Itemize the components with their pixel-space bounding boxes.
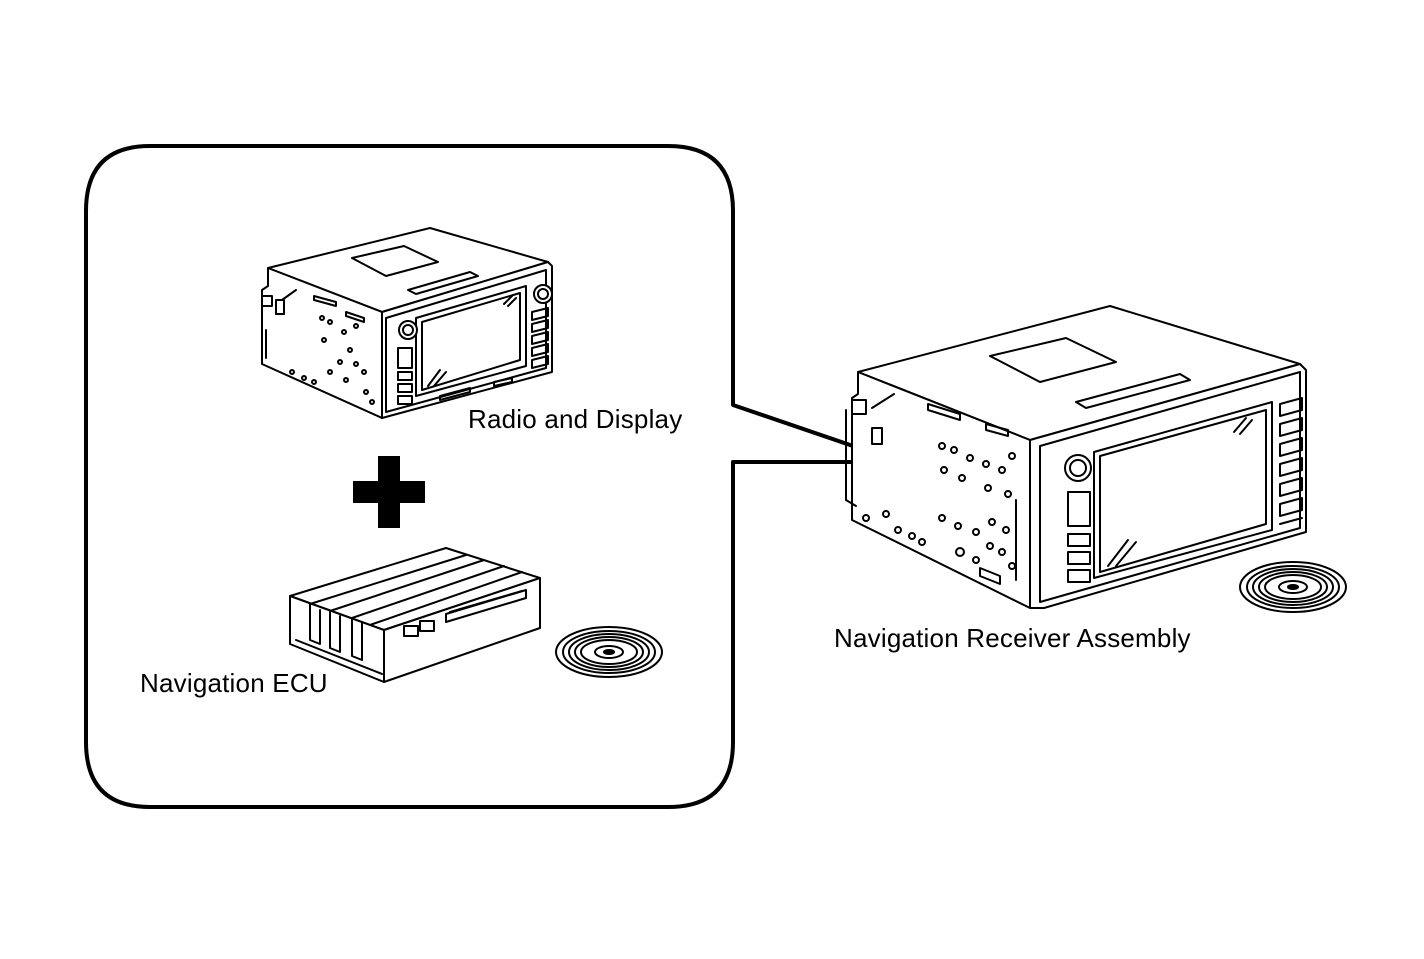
navigation-ecu-label: Navigation ECU (140, 668, 328, 698)
dvd-disc-small-icon (555, 626, 663, 678)
plus-sign-icon (353, 456, 425, 528)
navigation-receiver-assembly-label: Navigation Receiver Assembly (834, 623, 1191, 653)
navigation-ecu-unit (289, 547, 541, 683)
radio-and-display-unit (261, 227, 553, 419)
navigation-receiver-assembly-unit (845, 305, 1307, 609)
radio-and-display-label: Radio and Display (468, 404, 683, 434)
dvd-disc-large-icon (1239, 561, 1347, 613)
